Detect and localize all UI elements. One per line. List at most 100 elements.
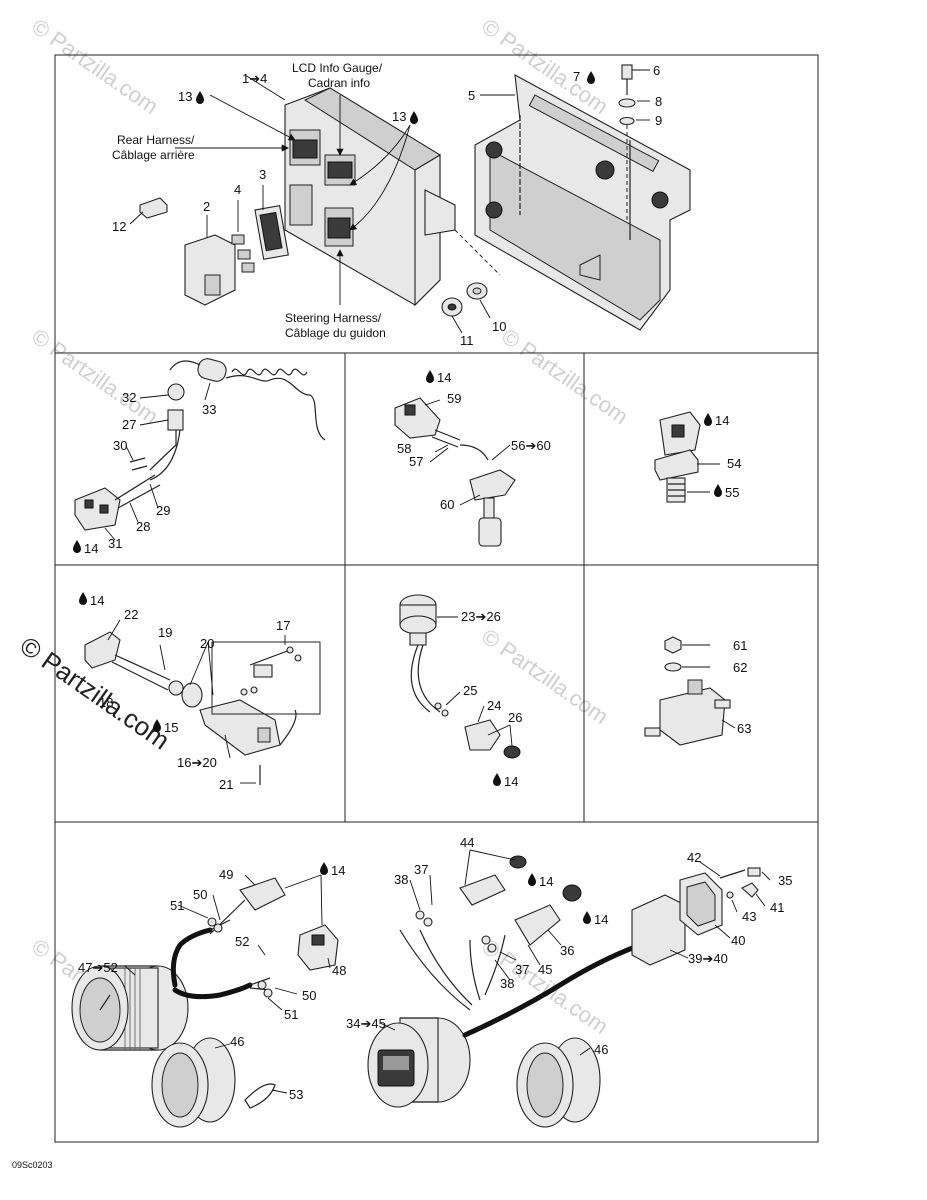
callout: 45 bbox=[538, 962, 552, 977]
callout: 49 bbox=[219, 867, 233, 882]
callout: 12 bbox=[112, 219, 126, 234]
callout: 8 bbox=[655, 94, 662, 109]
watermark: © Partzilla.com bbox=[27, 14, 163, 120]
callout: 22 bbox=[124, 607, 138, 622]
panel-sensor-harness bbox=[74, 358, 326, 531]
callout: 2 bbox=[203, 199, 210, 214]
watermark: © Partzilla.com bbox=[477, 934, 613, 1040]
callout: 17 bbox=[276, 618, 290, 633]
callout: 11 bbox=[460, 333, 474, 348]
panel-switch-assembly bbox=[84, 619, 321, 785]
callout: 39➔40 bbox=[688, 951, 728, 966]
callout: 35 bbox=[778, 873, 792, 888]
callout: 58 bbox=[397, 441, 411, 456]
sealant-drop-icon bbox=[79, 592, 87, 605]
sealant-drop-icon bbox=[583, 911, 591, 924]
sealant-drop-icon bbox=[714, 484, 722, 497]
caption-steer-2: Câblage du guidon bbox=[285, 326, 386, 340]
callout: 53 bbox=[289, 1087, 303, 1102]
callout: 46 bbox=[594, 1042, 608, 1057]
callout-labels: 1➔4 13 13 3 4 2 12 5 7 6 8 9 10 11 32 33… bbox=[73, 63, 792, 1102]
sealant-drop-icon bbox=[704, 413, 712, 426]
callout: 38 bbox=[500, 976, 514, 991]
callout: 50 bbox=[193, 887, 207, 902]
callout: 47➔52 bbox=[78, 960, 118, 975]
callout: 36 bbox=[560, 943, 574, 958]
callout: 44 bbox=[460, 835, 474, 850]
callout: 29 bbox=[156, 503, 170, 518]
callout: 23➔26 bbox=[461, 609, 501, 624]
callout: 54 bbox=[727, 456, 741, 471]
callout: 32 bbox=[122, 390, 136, 405]
caption-rear-1: Rear Harness/ bbox=[117, 133, 195, 147]
panel-pressure-sensor bbox=[399, 594, 521, 759]
panel-info-gauge-module bbox=[139, 64, 691, 331]
callout: 50 bbox=[302, 988, 316, 1003]
panel-2-leaders bbox=[104, 382, 211, 541]
callout: 48 bbox=[332, 963, 346, 978]
callout: 3 bbox=[259, 167, 266, 182]
callout: 16➔20 bbox=[177, 755, 217, 770]
callout: 61 bbox=[733, 638, 747, 653]
callout: 57 bbox=[409, 454, 423, 469]
callout: 62 bbox=[733, 660, 747, 675]
callout: 14 bbox=[331, 863, 345, 878]
callout: 59 bbox=[447, 391, 461, 406]
callout: 52 bbox=[235, 934, 249, 949]
callout: 14 bbox=[84, 541, 98, 556]
callout: 15 bbox=[164, 720, 178, 735]
callout: 14 bbox=[504, 774, 518, 789]
callout: 51 bbox=[284, 1007, 298, 1022]
drawing-ref: 09Sc0203 bbox=[12, 1160, 53, 1170]
callout: 13 bbox=[392, 109, 406, 124]
callout: 55 bbox=[725, 485, 739, 500]
sealant-drop-icon bbox=[493, 773, 501, 786]
callout: 6 bbox=[653, 63, 660, 78]
callout: 27 bbox=[122, 417, 136, 432]
panel-gauges bbox=[71, 855, 761, 1128]
sealant-drop-icon bbox=[196, 91, 204, 104]
callout: 60 bbox=[440, 497, 454, 512]
callout: 37 bbox=[414, 862, 428, 877]
sealant-drop-icon bbox=[587, 71, 595, 84]
callout: 14 bbox=[437, 370, 451, 385]
callout: 28 bbox=[136, 519, 150, 534]
callout: 14 bbox=[594, 912, 608, 927]
watermark: © Partzilla.com bbox=[477, 624, 613, 730]
panel-frames bbox=[54, 54, 819, 1143]
caption-steer-1: Steering Harness/ bbox=[285, 311, 382, 325]
captions: LCD Info Gauge/ Cadran info Rear Harness… bbox=[12, 61, 386, 1170]
callout: 20 bbox=[200, 636, 214, 651]
caption-lcd-2: Cadran info bbox=[308, 76, 370, 90]
sealant-drop-icon bbox=[426, 370, 434, 383]
watermark: © Partzilla.com bbox=[497, 324, 633, 430]
sealant-drop-icon bbox=[320, 862, 328, 875]
callout: 63 bbox=[737, 721, 751, 736]
callout: 38 bbox=[394, 872, 408, 887]
callout: 4 bbox=[234, 182, 241, 197]
callout: 46 bbox=[230, 1034, 244, 1049]
sealant-drop-icon bbox=[528, 873, 536, 886]
callout: 26 bbox=[508, 710, 522, 725]
callout: 25 bbox=[463, 683, 477, 698]
caption-rear-2: Câblage arrière bbox=[112, 148, 195, 162]
callout: 14 bbox=[715, 413, 729, 428]
callout: 30 bbox=[113, 438, 127, 453]
callout: 21 bbox=[219, 777, 233, 792]
panel-temperature-sensor bbox=[654, 411, 720, 503]
callout: 41 bbox=[770, 900, 784, 915]
callout: 24 bbox=[487, 698, 501, 713]
callout: 10 bbox=[492, 319, 506, 334]
panel-solenoid bbox=[644, 636, 736, 746]
callout: 33 bbox=[202, 402, 216, 417]
watermark: © Partzilla.com bbox=[27, 324, 163, 430]
callout: 37 bbox=[515, 962, 529, 977]
callout: 43 bbox=[742, 909, 756, 924]
callout: 14 bbox=[90, 593, 104, 608]
panel-1-leaders bbox=[129, 69, 650, 334]
callout: 1➔4 bbox=[242, 71, 267, 86]
callout: 5 bbox=[468, 88, 475, 103]
sealant-drop-icon bbox=[410, 111, 418, 124]
caption-lcd-1: LCD Info Gauge/ bbox=[292, 61, 383, 75]
